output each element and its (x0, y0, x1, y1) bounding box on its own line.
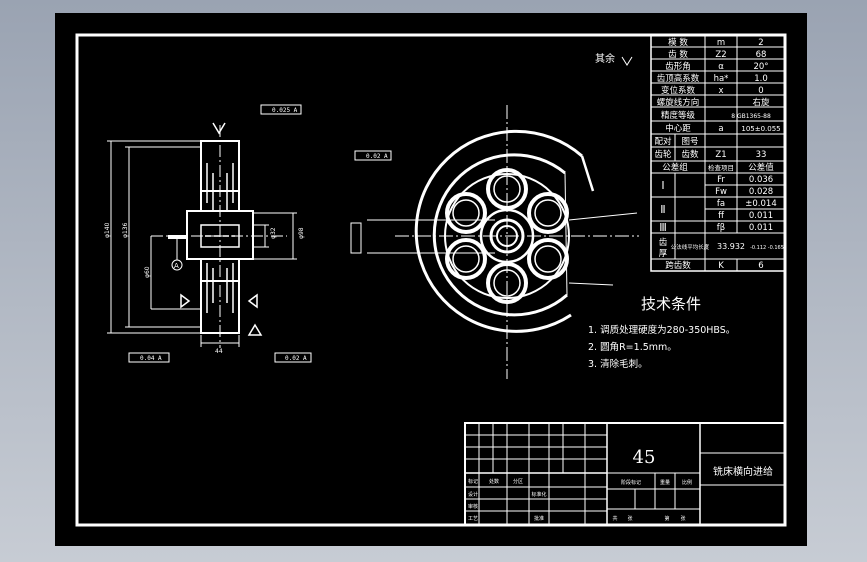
param-val: 105±0.055 (741, 125, 780, 133)
param-val: 2 (758, 38, 763, 48)
param-sym: ha* (714, 74, 729, 84)
dim-hub: φ98 (298, 227, 305, 239)
mating-label: 配对 (654, 136, 672, 147)
tol-sym: Fr (717, 175, 725, 185)
tol-val: 0.028 (749, 187, 773, 197)
roughness-note: 其余 (595, 52, 615, 65)
tb-label: 标记 (468, 478, 478, 485)
tb-label: 阶段标记 (621, 479, 641, 486)
tb-label: 分区 (513, 478, 523, 485)
tol-sym: ff (718, 211, 725, 221)
span-teeth-val: 6 (758, 261, 763, 271)
thickness-val: 33.932 (717, 242, 745, 251)
tol-val: 0.036 (749, 175, 773, 185)
param-name: 齿 数 (668, 49, 688, 60)
param-sym: x (718, 86, 723, 96)
param-val: 8 GB1365-88 (731, 113, 771, 120)
drawing-name: 铣床横向进给 (713, 465, 773, 478)
param-name: 精度等级 (661, 110, 696, 121)
drawing-sheet: φ140 φ136 φ60 φ32 φ98 44 A 0.025 A 0.04 … (55, 13, 807, 546)
tech-item: 3. 清除毛刺。 (588, 358, 648, 370)
tol-group-head: 公差组 (662, 162, 688, 173)
material: 45 (633, 447, 656, 468)
tol-val: ±0.014 (745, 199, 776, 209)
tb-label: 设计 (468, 491, 478, 498)
tol-val: 0.011 (749, 211, 773, 221)
tol-value-head: 公差值 (748, 162, 774, 173)
tol-sym: fa (717, 199, 725, 209)
section-view (107, 104, 392, 363)
param-sym: α (718, 62, 724, 72)
span-teeth-sym: K (718, 261, 724, 271)
tb-label: 共 (612, 515, 617, 522)
section-dims: φ140 φ136 φ60 φ32 φ98 44 A 0.025 A 0.04 … (104, 107, 388, 362)
tol-sym: fβ (717, 223, 725, 233)
tb-label: 重量 (660, 479, 670, 486)
param-name: 模 数 (668, 37, 688, 48)
tol-item-head: 检查项目 (708, 163, 734, 172)
tb-label: 第 (664, 515, 669, 522)
dim-face-width: 44 (215, 348, 223, 355)
dim-root-diameter: φ136 (122, 222, 129, 238)
mating-sym: Z1 (715, 150, 726, 160)
span-teeth-name: 跨齿数 (665, 260, 691, 271)
tol-frame-3: 0.02 A (285, 355, 307, 362)
tb-label: 张 (627, 515, 632, 522)
gear-table-text: 模 数 m 2 齿 数 Z2 68 齿形角 α 20° 齿顶高系数 ha* 1.… (654, 37, 783, 271)
param-name: 齿形角 (665, 61, 691, 72)
tol-group: Ⅲ (659, 221, 667, 234)
param-sym: a (718, 124, 723, 134)
param-sym: Z2 (715, 50, 726, 60)
thickness-label: 齿 (659, 238, 668, 248)
thickness-label: 厚 (659, 249, 668, 259)
tb-label: 工艺 (468, 516, 478, 522)
param-name: 螺旋线方向 (657, 97, 700, 108)
tol-frame-1: 0.025 A (272, 107, 298, 114)
tol-frame-2: 0.04 A (140, 355, 162, 362)
tb-label: 比例 (682, 479, 692, 486)
mating-label: 齿轮 (654, 149, 672, 160)
dim-bore-depth: φ60 (144, 266, 151, 278)
title-block (464, 422, 786, 526)
tb-label: 审核 (468, 503, 478, 510)
gear-parameter-table (650, 34, 786, 272)
tol-group: Ⅱ (660, 203, 665, 216)
tol-group: Ⅰ (661, 179, 664, 192)
tb-label: 处数 (489, 478, 499, 485)
tb-label: 批准 (534, 515, 544, 522)
technical-conditions: 技术条件 1. 调质处理硬度为280-350HBS。 2. 圆角R=1.5mm。… (588, 295, 735, 370)
mating-label: 图号 (681, 137, 698, 147)
dim-outer-diameter: φ140 (104, 222, 111, 238)
tech-item: 1. 调质处理硬度为280-350HBS。 (588, 324, 735, 336)
mating-label: 齿数 (681, 149, 699, 160)
title-block-text: 45 铣床横向进给 标记 处数 分区 设计 标准化 审核 工艺 批准 阶段标记 … (468, 447, 773, 522)
param-val: 68 (756, 50, 767, 60)
mating-val: 33 (756, 150, 767, 160)
param-val: 0 (758, 86, 763, 96)
datum-label: A (174, 262, 179, 270)
thickness-tol: -0.112 -0.165 (750, 245, 784, 251)
param-val: 20° (753, 62, 768, 72)
tol-sym: Fw (715, 187, 727, 197)
drawing-canvas: φ140 φ136 φ60 φ32 φ98 44 A 0.025 A 0.04 … (75, 33, 787, 527)
tb-label: 张 (680, 515, 685, 522)
front-view (367, 105, 639, 379)
param-name: 齿顶高系数 (657, 73, 700, 84)
tech-title: 技术条件 (641, 295, 701, 313)
tech-item: 2. 圆角R=1.5mm。 (588, 341, 677, 353)
thickness-desc: 公法线平均长度 (671, 243, 710, 251)
tol-frame-4: 0.02 A (366, 153, 388, 160)
param-sym: m (717, 38, 725, 48)
param-val: 1.0 (754, 74, 768, 84)
dim-bore: φ32 (270, 227, 277, 239)
tb-label: 标准化 (531, 491, 546, 498)
tol-val: 0.011 (749, 223, 773, 233)
param-val: 右旋 (752, 97, 770, 108)
param-name: 变位系数 (661, 85, 696, 96)
param-name: 中心距 (665, 123, 691, 134)
frame-border (75, 33, 787, 527)
